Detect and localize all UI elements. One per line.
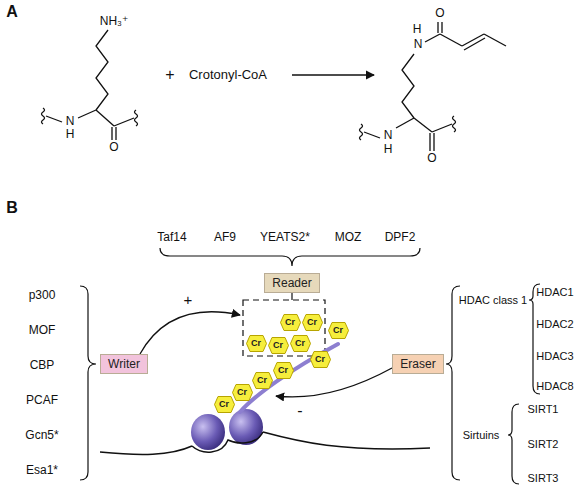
eraser-bracket: [446, 286, 460, 480]
reader-name: AF9: [214, 231, 236, 244]
crotonyl-mark: Cr: [328, 322, 349, 339]
minus-sign: -: [297, 402, 302, 420]
plus-sign: +: [165, 66, 174, 84]
hexagon-outline: [290, 335, 310, 351]
plus-sign: +: [184, 292, 193, 309]
reader-bracket: [160, 248, 420, 266]
mark-label: Cr: [333, 322, 343, 339]
crotonyl-mark: Cr: [232, 384, 253, 401]
eraser-name: HDAC2: [536, 318, 573, 330]
eraser-name: HDAC1: [536, 286, 573, 298]
crotonyl-mark: Cr: [280, 314, 301, 331]
atom-label: H: [413, 23, 422, 36]
atom-label: O: [435, 7, 444, 20]
hexagon-outline: [310, 351, 330, 367]
panel-letter: A: [6, 3, 18, 21]
crotonyl-lysine-structure: [360, 22, 507, 151]
eraser-name: SIRT3: [528, 472, 559, 484]
atom-label: H: [66, 128, 75, 141]
reader-box: Reader: [264, 273, 319, 294]
eraser-name: HDAC3: [536, 350, 573, 362]
writer-name: p300: [29, 289, 56, 302]
box-label: Reader: [272, 277, 311, 291]
box-label: Eraser: [400, 358, 435, 372]
reaction-arrow: [292, 74, 374, 75]
writer-name: Gcn5*: [25, 429, 58, 442]
sirtuin-bracket: [508, 404, 519, 484]
reagent-name: Crotonyl-CoA: [189, 68, 267, 82]
crotonyl-mark: Cr: [246, 335, 267, 352]
hexagon-outline: [328, 322, 348, 338]
mark-label: Cr: [295, 335, 305, 352]
hexagon-outline: [214, 396, 234, 412]
crotonyl-mark: Cr: [290, 335, 311, 352]
crotonyl-mark: Cr: [268, 337, 289, 354]
writer-name: PCAF: [26, 394, 58, 407]
mark-label: Cr: [285, 314, 295, 331]
crotonyl-mark: Cr: [310, 351, 331, 368]
eraser-name: HDAC8: [536, 380, 573, 392]
reader-name: MOZ: [335, 231, 362, 244]
hexagon-outline: [246, 335, 266, 351]
crotonyl-mark: Cr: [214, 396, 235, 413]
eraser-box: Eraser: [392, 354, 443, 375]
writer-name: MOF: [29, 324, 56, 337]
atom-label: H: [384, 143, 393, 156]
atom-label: N: [66, 115, 75, 128]
crotonyl-mark: Cr: [302, 314, 323, 331]
atom-label: NH₃⁺: [100, 15, 129, 28]
mark-label: Cr: [307, 314, 317, 331]
writer-name: CBP: [30, 359, 55, 372]
mark-label: Cr: [257, 372, 267, 389]
eraser-name: SIRT2: [528, 438, 559, 450]
eraser-class: HDAC class 1: [459, 294, 527, 306]
writer-box: Writer: [100, 354, 148, 375]
reader-name: YEATS2*: [260, 231, 310, 244]
mark-label: Cr: [278, 362, 288, 379]
crotonyl-mark: Cr: [252, 372, 273, 389]
writer-name: Esa1*: [26, 464, 58, 477]
panel-letter: B: [6, 199, 18, 217]
eraser-name: SIRT1: [528, 403, 559, 415]
writer-arrow: [140, 312, 240, 354]
reader-name: DPF2: [385, 231, 416, 244]
reader-name: Taf14: [157, 231, 186, 244]
mark-label: Cr: [237, 384, 247, 401]
reading-region: [243, 300, 325, 356]
hdac-bracket: [529, 284, 540, 394]
lysine-structure: [42, 30, 138, 140]
hexagon-outline: [273, 362, 293, 378]
mark-label: Cr: [273, 337, 283, 354]
mark-label: Cr: [219, 396, 229, 413]
mark-label: Cr: [315, 351, 325, 368]
atom-label: O: [109, 141, 118, 154]
writer-bracket: [80, 286, 96, 480]
hexagon-outline: [302, 314, 322, 330]
atom-label: N: [414, 38, 423, 51]
box-label: Writer: [108, 358, 140, 372]
hexagon-outline: [252, 372, 272, 388]
crotonyl-mark: Cr: [273, 362, 294, 379]
mark-label: Cr: [251, 335, 261, 352]
nucleosome-dna: [100, 344, 430, 454]
hexagon-outline: [232, 384, 252, 400]
hexagon-outline: [268, 337, 288, 353]
atom-label: N: [384, 129, 393, 142]
atom-label: O: [427, 152, 436, 165]
hexagon-outline: [280, 314, 300, 330]
eraser-class: Sirtuins: [463, 429, 500, 441]
